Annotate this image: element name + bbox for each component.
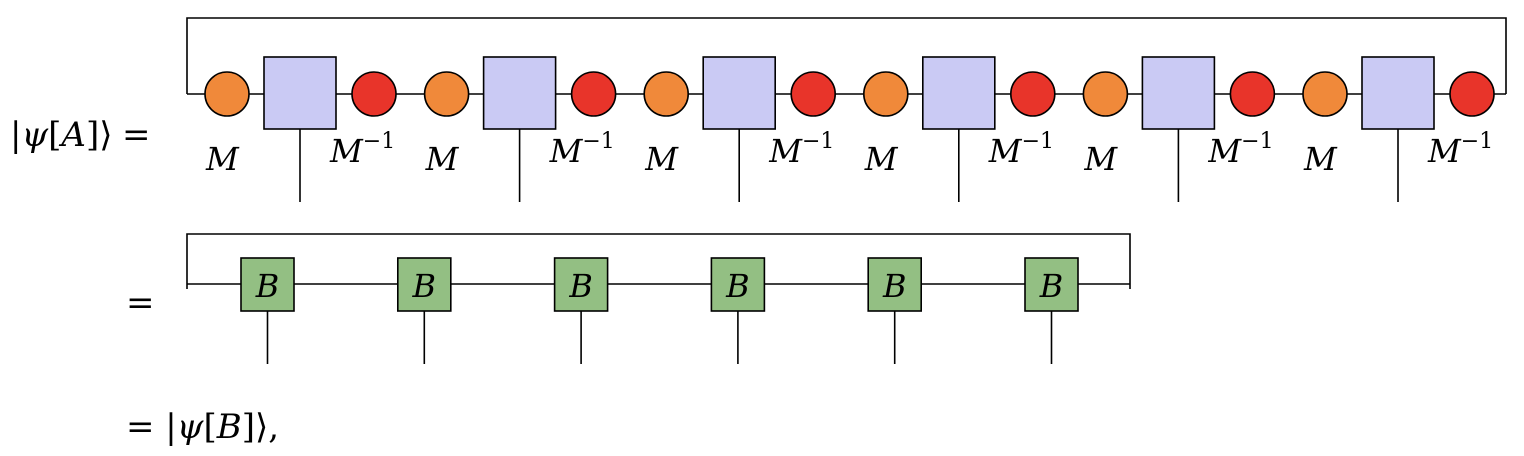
chain-a: M M−1 M M−1 M M−1 M M−1 M M−1 M M−1 <box>186 17 1507 202</box>
inverse-exponent: −1 <box>802 129 834 154</box>
lhs-ket-expression: |ψ[A]⟩ <box>10 115 113 155</box>
tensor-b-node <box>710 257 766 312</box>
gauge-m-inverse-node <box>790 71 837 117</box>
tensor-b-label: B <box>568 267 593 305</box>
gauge-m-inverse-node <box>570 71 617 117</box>
gauge-m-label: M <box>205 140 240 178</box>
tensor-b-node <box>553 257 609 312</box>
tensor-b-label: B <box>255 267 280 305</box>
gauge-m-inverse-node <box>1229 71 1276 117</box>
tensor-b-node <box>867 257 923 312</box>
tensor-a-node <box>1141 56 1216 130</box>
gauge-m-label: M <box>644 140 679 178</box>
gauge-m-node <box>204 71 250 117</box>
gauge-m-inverse-node <box>1449 71 1495 117</box>
inverse-exponent: −1 <box>1461 129 1493 154</box>
chain-a-periodic-bond <box>186 17 1507 94</box>
lhs-equals-sign: = <box>122 115 151 155</box>
gauge-m-node <box>862 71 909 117</box>
gauge-m-node <box>643 71 690 117</box>
tensor-a-node <box>702 56 777 130</box>
tensor-b-node <box>240 257 295 312</box>
inverse-exponent: −1 <box>1241 129 1273 154</box>
gauge-m-inverse-node <box>351 71 397 117</box>
tensor-a-node <box>482 56 557 130</box>
gauge-m-label: M <box>864 140 899 178</box>
inverse-exponent: −1 <box>1022 129 1054 154</box>
gauge-m-node <box>1302 71 1348 117</box>
tensor-a-node <box>263 56 337 130</box>
gauge-m-inverse-label: M−1 <box>768 129 834 170</box>
gauge-m-label: M <box>1303 140 1338 178</box>
result-ket-expression: = |ψ[B]⟩, <box>126 407 279 447</box>
tensor-b-node <box>1024 257 1079 312</box>
tensor-a-node <box>1361 56 1435 130</box>
inverse-exponent: −1 <box>582 129 614 154</box>
gauge-m-label: M <box>425 140 460 178</box>
chain-b-periodic-bond <box>186 233 1131 289</box>
tensor-b-label: B <box>1039 267 1064 305</box>
tensor-b-label: B <box>725 267 750 305</box>
gauge-m-label: M <box>1083 140 1118 178</box>
gauge-m-inverse-node <box>1010 71 1056 117</box>
gauge-m-node <box>1082 71 1129 117</box>
gauge-m-inverse-label: M−1 <box>549 129 615 170</box>
gauge-m-inverse-label: M−1 <box>1427 129 1493 170</box>
gauge-m-node <box>423 71 470 117</box>
gauge-m-inverse-label: M−1 <box>1207 129 1273 170</box>
tensor-a-node <box>921 56 996 130</box>
tensor-b-label: B <box>882 267 907 305</box>
inverse-exponent: −1 <box>363 129 395 154</box>
gauge-m-inverse-label: M−1 <box>329 129 395 170</box>
gauge-m-inverse-label: M−1 <box>988 129 1054 170</box>
tensor-b-node <box>396 257 452 312</box>
second-equals-sign: = <box>126 283 155 323</box>
tensor-b-label: B <box>412 267 437 305</box>
